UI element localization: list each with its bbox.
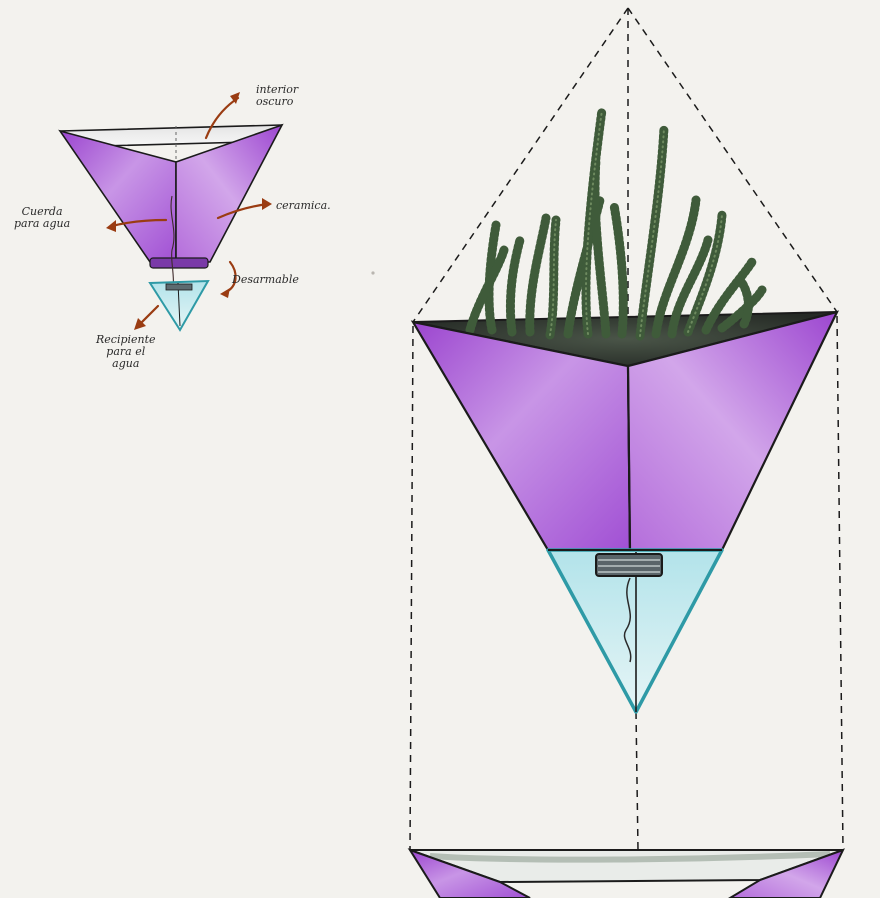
construction-right-vertical [837,316,843,850]
label-line: para agua [14,218,70,230]
label-recipiente-para-el-agua: Recipiente para el agua [96,334,156,370]
small-pot-right-face [176,125,282,262]
construction-center-bottom [636,712,638,850]
label-interior-oscuro: interior oscuro [256,84,298,108]
label-cuerda-para-agua: Cuerda para agua [14,206,70,230]
label-line: ceramica. [276,200,331,212]
label-desarmable: Desarmable [232,274,299,286]
small-planter [60,92,282,330]
paper-speck [371,271,374,274]
label-line: Desarmable [232,274,299,286]
label-line: agua [96,358,156,370]
arrow-recipiente [140,306,158,324]
succulent-plant [470,110,762,336]
label-line: oscuro [256,96,298,108]
large-planter [410,8,843,898]
screw-thread [596,554,662,576]
construction-left-vertical [410,326,413,850]
label-ceramica: ceramica. [276,200,331,212]
small-pot-left-face [60,131,176,262]
small-pot-base [150,258,208,268]
